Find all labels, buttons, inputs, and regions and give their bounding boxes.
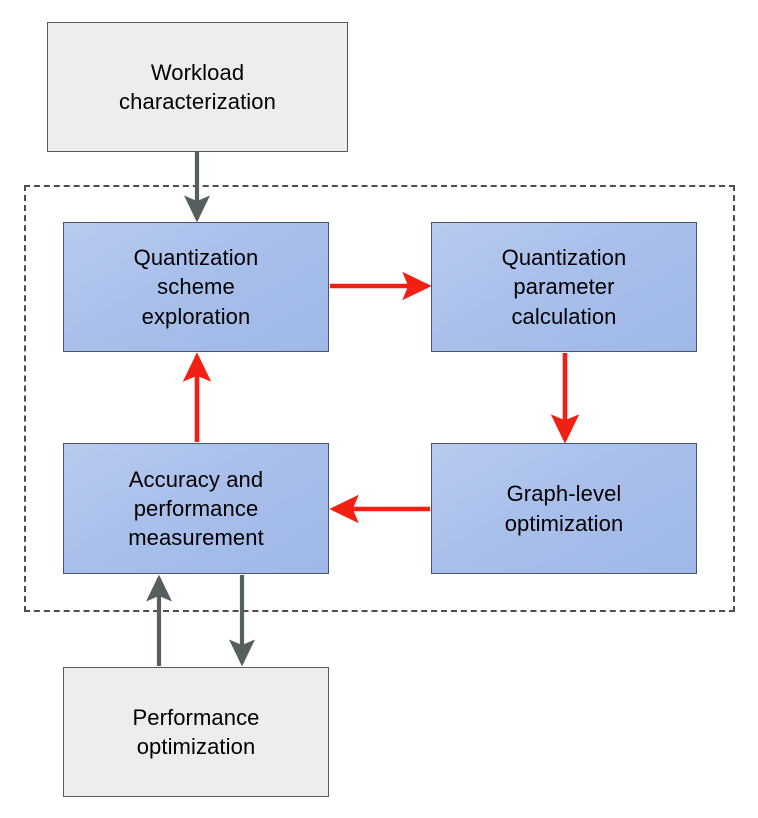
node-label-performance-optimization: Performance optimization [132,704,260,759]
node-quantization-scheme-exploration[interactable]: Quantization scheme exploration [63,222,329,352]
node-accuracy-and-performance-measurement[interactable]: Accuracy and performance measurement [63,443,329,574]
quantization-loop-region [24,185,735,612]
node-label-workload-characterization: Workload characterization [119,59,276,114]
node-workload-characterization[interactable]: Workload characterization [47,22,348,152]
node-performance-optimization[interactable]: Performance optimization [63,667,329,797]
node-quantization-parameter-calculation[interactable]: Quantization parameter calculation [431,222,697,352]
node-label-quantization-parameter-calculation: Quantization parameter calculation [501,245,627,329]
node-label-accuracy-and-performance-measurement: Accuracy and performance measurement [128,466,264,551]
node-graph-level-optimization[interactable]: Graph-level optimization [431,443,697,574]
node-label-quantization-scheme-exploration: Quantization scheme exploration [133,245,259,329]
node-label-graph-level-optimization: Graph-level optimization [504,481,624,536]
